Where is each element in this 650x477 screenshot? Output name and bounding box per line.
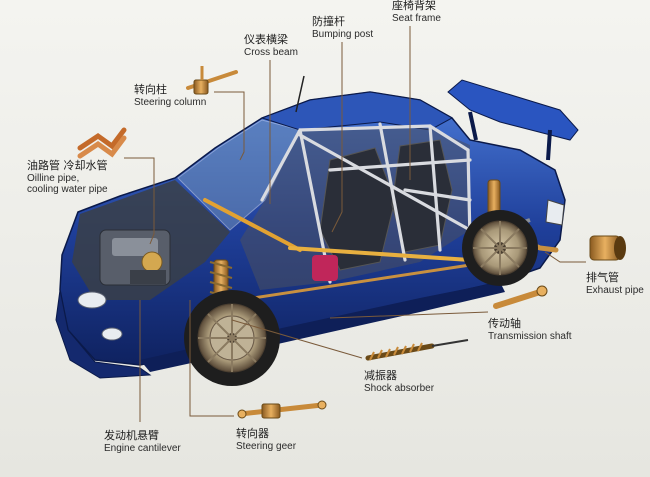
label-exhaust-pipe: 排气管 Exhaust pipe [586, 271, 644, 296]
label-seat-frame-en: Seat frame [392, 12, 441, 24]
label-seat-frame-zh: 座椅背架 [392, 0, 436, 12]
label-cross-beam: 仪表横梁 Cross beam [244, 33, 298, 58]
label-shock-absorber-en: Shock absorber [364, 382, 435, 394]
front-wheel [184, 290, 280, 386]
tail-light [545, 199, 565, 226]
label-steering-column: 转向柱 Steering column [134, 83, 207, 108]
label-engine-cantilever: 发动机悬臂 Engine cantilever [104, 429, 181, 454]
steering-gear-part [237, 400, 327, 419]
leader-transmission-shaft [329, 311, 489, 319]
bumping-post-part [288, 246, 472, 262]
leader-steering-column [214, 91, 245, 161]
roll-cage [260, 122, 472, 284]
label-bumping-post-en: Bumping post [312, 28, 374, 40]
headlight [77, 291, 107, 309]
label-cross-beam-en: Cross beam [244, 46, 298, 58]
label-transmission-shaft: 传动轴 Transmission shaft [488, 317, 572, 342]
label-engine-cantilever-zh: 发动机悬臂 [104, 429, 159, 442]
label-seat-frame: 座椅背架 Seat frame [392, 0, 441, 24]
exhaust-pipe-part [589, 235, 626, 261]
label-engine-cantilever-en: Engine cantilever [104, 442, 181, 454]
leader-bumping-post [331, 42, 343, 233]
rear-wheel [462, 210, 538, 286]
label-exhaust-pipe-en: Exhaust pipe [586, 284, 644, 296]
cross-beam-part [203, 198, 302, 252]
label-shock-absorber-zh: 减振器 [364, 369, 397, 382]
transmission-shaft-part [493, 285, 548, 309]
leader-lines [124, 26, 586, 422]
fuel-cell [312, 255, 338, 281]
front-bumper [55, 289, 152, 379]
label-transmission-shaft-zh: 传动轴 [488, 317, 521, 330]
car [55, 75, 579, 386]
rear-spoiler [447, 79, 579, 141]
leader-exhaust-pipe [544, 251, 586, 263]
oil-pipe-part [77, 127, 127, 159]
label-cross-beam-zh: 仪表横梁 [244, 33, 288, 46]
label-oil-pipe: 油路管 冷却水管 Oilline pipe, cooling water pip… [27, 159, 108, 195]
transmission-part [238, 263, 472, 302]
steering-column-part [186, 66, 238, 95]
label-steering-column-zh: 转向柱 [134, 83, 167, 96]
engine [99, 229, 171, 286]
label-shock-absorber: 减振器 Shock absorber [364, 369, 435, 394]
label-steering-gear-zh: 转向器 [236, 427, 269, 440]
label-steering-gear: 转向器 Steering geer [236, 427, 297, 452]
label-oil-pipe-zh: 油路管 冷却水管 [27, 159, 108, 172]
label-steering-gear-en: Steering geer [236, 440, 297, 452]
label-exhaust-pipe-zh: 排气管 [586, 271, 619, 284]
antenna [295, 75, 305, 113]
leader-shock-absorber [231, 319, 363, 359]
label-steering-column-en: Steering column [134, 96, 207, 108]
label-oil-pipe-en1: Oilline pipe, [27, 172, 80, 184]
roof [260, 91, 454, 131]
leader-oil-pipe [124, 157, 155, 245]
label-oil-pipe-en2: cooling water pipe [27, 183, 108, 195]
label-bumping-post-zh: 防撞杆 [312, 15, 345, 28]
shock-absorber-part [365, 339, 469, 361]
spoiler-strut [468, 111, 552, 161]
label-transmission-shaft-en: Transmission shaft [488, 330, 572, 342]
leader-steering-gear [189, 300, 234, 417]
label-bumping-post: 防撞杆 Bumping post [312, 15, 374, 40]
headlight [101, 327, 123, 341]
